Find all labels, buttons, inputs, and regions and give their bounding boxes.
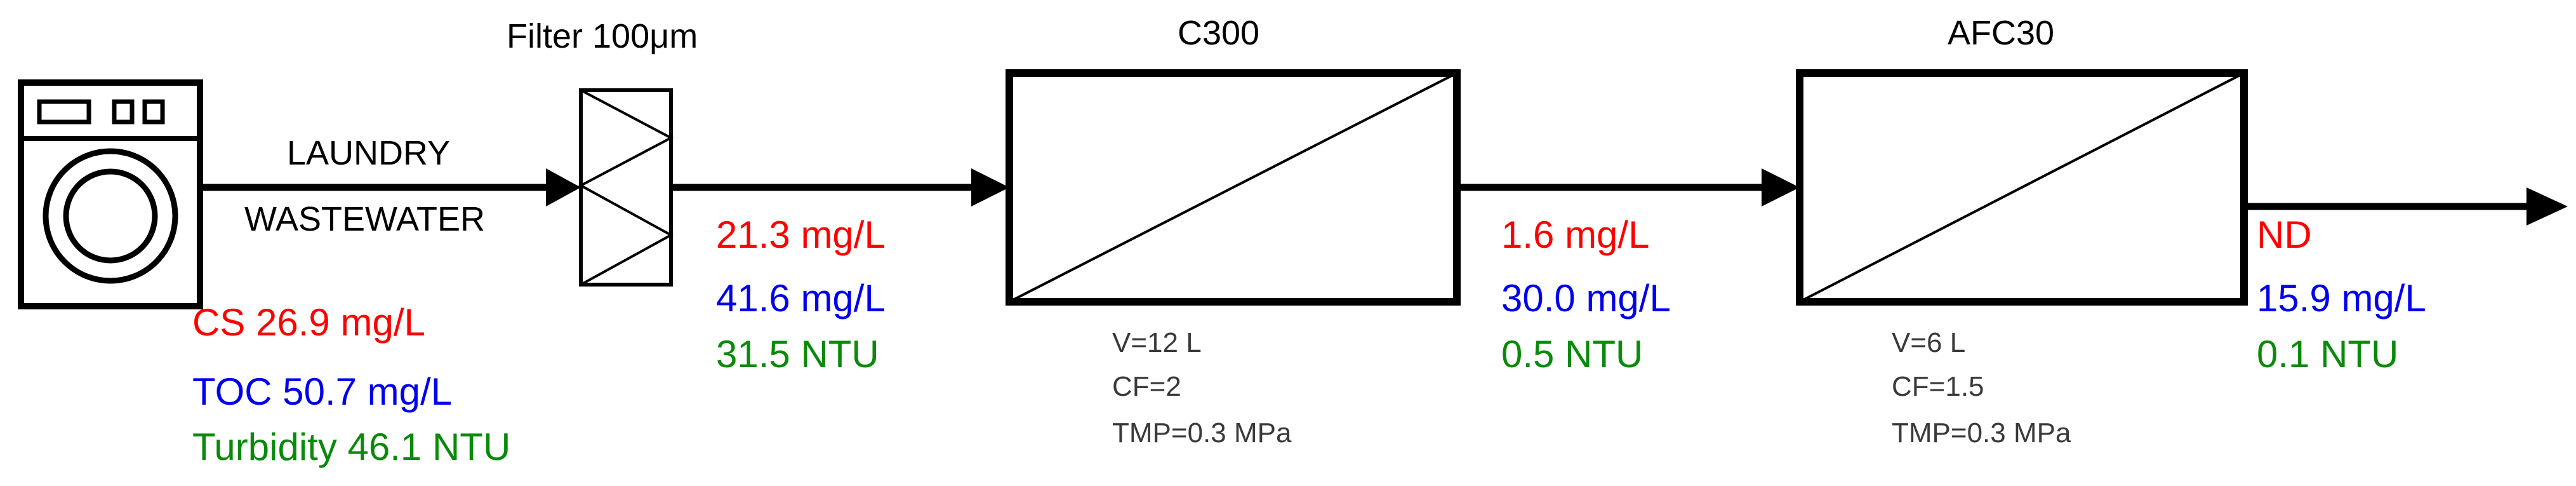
feed-cs-value: CS 26.9 mg/L [192,301,425,344]
after-filter-turbidity-value: 31.5 NTU [716,333,879,375]
afc30-volume: V=6 L [1892,327,1966,358]
after-filter-toc-value: 41.6 mg/L [716,277,886,320]
afc30-cf: CF=1.5 [1892,371,1984,402]
after-afc30-toc-value: 15.9 mg/L [2257,277,2426,320]
after-afc30-cs-value: ND [2257,213,2312,256]
c300-title: C300 [1178,14,1260,52]
washing-machine-icon [18,79,203,309]
filter-label: Filter 100μm [507,17,698,55]
afc30-tmp: TMP=0.3 MPa [1892,417,2071,449]
c300-cf: CF=2 [1112,371,1181,402]
afc30-membrane-module [1796,69,2248,306]
afc30-title: AFC30 [1948,14,2055,52]
after-c300-toc-value: 30.0 mg/L [1501,277,1671,320]
arrow-outlet [2244,187,2568,226]
arrow-filter-to-c300 [671,168,1009,206]
after-filter-cs-value: 21.3 mg/L [716,213,886,256]
feed-toc-value: TOC 50.7 mg/L [192,370,453,413]
filter-icon [578,88,674,287]
c300-tmp: TMP=0.3 MPa [1112,417,1292,449]
feed-label-line2: WASTEWATER [244,200,485,238]
feed-turbidity-value: Turbidity 46.1 NTU [192,426,511,468]
after-c300-cs-value: 1.6 mg/L [1501,213,1650,256]
feed-label-line1: LAUNDRY [287,134,451,172]
arrow-c300-to-afc30 [1457,168,1800,206]
c300-volume: V=12 L [1112,327,1202,358]
after-c300-turbidity-value: 0.5 NTU [1501,333,1643,375]
arrow-feed-to-filter [200,168,581,206]
after-afc30-turbidity-value: 0.1 NTU [2257,333,2399,375]
c300-membrane-module [1006,69,1461,306]
